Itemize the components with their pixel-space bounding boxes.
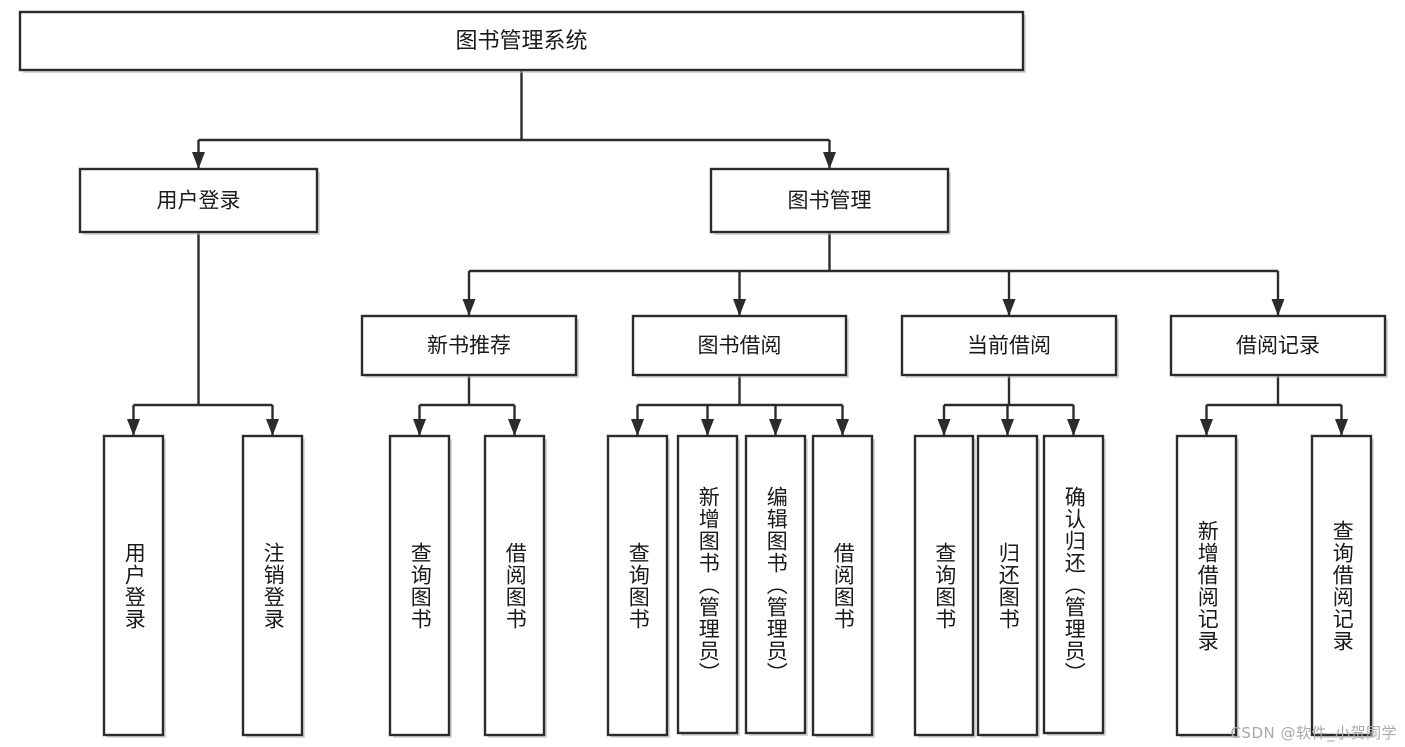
node-box-leaf-edit-book[interactable]: [744, 434, 808, 736]
arrow-head-icon: [1271, 299, 1285, 316]
node-box-root[interactable]: 图书管理系统: [18, 10, 1026, 73]
arrow-head-icon: [1002, 299, 1016, 316]
node-box-leaf-add-record[interactable]: [1175, 434, 1239, 738]
node-box-leaf-query-book-3[interactable]: [913, 434, 976, 738]
arrow-head-icon: [937, 419, 951, 436]
arrow-head-icon: [1067, 419, 1080, 436]
node-box-leaf-query-book-2[interactable]: [606, 434, 670, 738]
arrow-head-icon: [1001, 419, 1014, 436]
arrow-head-icon: [127, 419, 140, 436]
arrow-head-icon: [266, 419, 279, 436]
arrow-head-icon: [1200, 419, 1213, 436]
arrow-head-icon: [462, 299, 476, 316]
node-box-leaf-confirm-return[interactable]: [1042, 434, 1106, 736]
node-box-book-manage[interactable]: 图书管理: [709, 167, 951, 235]
arrow-head-icon: [1335, 419, 1348, 436]
node-box-borrow-record[interactable]: 借阅记录: [1169, 314, 1388, 378]
connector-group-book-borrow: [631, 375, 849, 436]
arrow-head-icon: [413, 419, 426, 436]
node-label-root: 图书管理系统: [455, 29, 587, 54]
arrow-head-icon: [733, 299, 746, 316]
node-box-book-borrow[interactable]: 图书借阅: [631, 314, 849, 378]
node-label-user-login: 用户登录: [157, 189, 241, 213]
node-label-current-borrow: 当前借阅: [967, 334, 1051, 358]
node-box-current-borrow[interactable]: 当前借阅: [900, 314, 1119, 378]
node-box-leaf-borrow-book-1[interactable]: [483, 434, 547, 738]
arrow-head-icon: [701, 419, 714, 436]
arrow-head-icon: [823, 152, 836, 169]
node-box-leaf-add-book[interactable]: [676, 434, 740, 736]
arrow-head-icon: [769, 419, 782, 436]
connector-group-borrow-record: [1200, 375, 1348, 436]
arrow-head-icon: [631, 419, 644, 436]
csdn-watermark: CSDN @软件_小贺同学: [1230, 724, 1397, 742]
node-label-new-book-recommend: 新书推荐: [427, 334, 511, 358]
arrow-head-icon: [508, 419, 521, 436]
connector-group-root: [192, 70, 836, 169]
connector-group-current-borrow: [937, 375, 1080, 436]
node-box-leaf-query-record[interactable]: [1310, 434, 1374, 738]
connector-group-book-manage: [462, 232, 1285, 316]
node-label-borrow-record: 借阅记录: [1236, 334, 1320, 358]
arrow-head-icon: [836, 419, 849, 436]
connector-edges-layer: [127, 70, 1348, 436]
arrow-head-icon: [192, 152, 205, 169]
node-box-leaf-return-book[interactable]: [976, 434, 1040, 738]
connector-group-new-book-recommend: [413, 375, 521, 436]
connector-group-user-login: [127, 232, 279, 436]
node-box-new-book-recommend[interactable]: 新书推荐: [360, 314, 579, 378]
node-box-leaf-user-login[interactable]: [102, 434, 166, 738]
node-box-leaf-logout[interactable]: [241, 434, 305, 738]
node-box-leaf-borrow-book-2[interactable]: [811, 434, 875, 738]
node-box-leaf-query-book-1[interactable]: [388, 434, 452, 738]
node-label-book-borrow: 图书借阅: [698, 334, 782, 358]
node-label-book-manage: 图书管理: [788, 189, 872, 213]
node-box-user-login[interactable]: 用户登录: [78, 167, 320, 235]
